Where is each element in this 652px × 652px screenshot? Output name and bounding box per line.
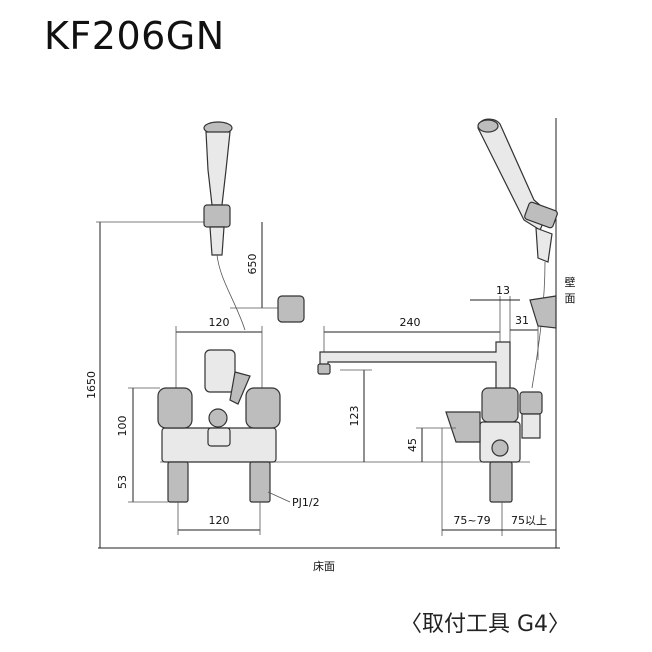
wall-hook: [529, 295, 557, 329]
shower-head-right: [477, 118, 558, 263]
dim-75-79-label: 75~79: [453, 514, 490, 527]
model-title: KF206GN: [44, 14, 225, 58]
dim-75-over-label: 75以上: [511, 514, 547, 527]
dim-240-label: 240: [400, 316, 421, 329]
shower-head-left: [203, 121, 233, 256]
faucet-side-view: [317, 341, 543, 503]
dim-650-label: 650: [246, 254, 259, 275]
hose-bracket: [277, 295, 305, 323]
dim-1650-label: 1650: [85, 371, 98, 399]
pj-leader: [267, 491, 291, 503]
install-tool-note: 〈取付工具 G4〉: [400, 612, 571, 637]
dim-120-top-label: 120: [209, 316, 230, 329]
dim-45-label: 45: [406, 438, 419, 452]
hose-left: [216, 254, 246, 331]
dim-120-bottom-label: 120: [209, 514, 230, 527]
faucet-front-view: [157, 349, 281, 503]
dim-31-label: 31: [515, 314, 529, 327]
wall-label-2: 面: [565, 292, 576, 305]
wall-label-1: 壁: [565, 275, 576, 289]
floor-label: 床面: [313, 559, 335, 573]
dim-100-label: 100: [116, 416, 129, 437]
dim-123-label: 123: [348, 406, 361, 427]
pj-label: PJ1/2: [292, 496, 320, 509]
dim-53-label: 53: [116, 475, 129, 489]
dim-13-label: 13: [496, 284, 510, 297]
